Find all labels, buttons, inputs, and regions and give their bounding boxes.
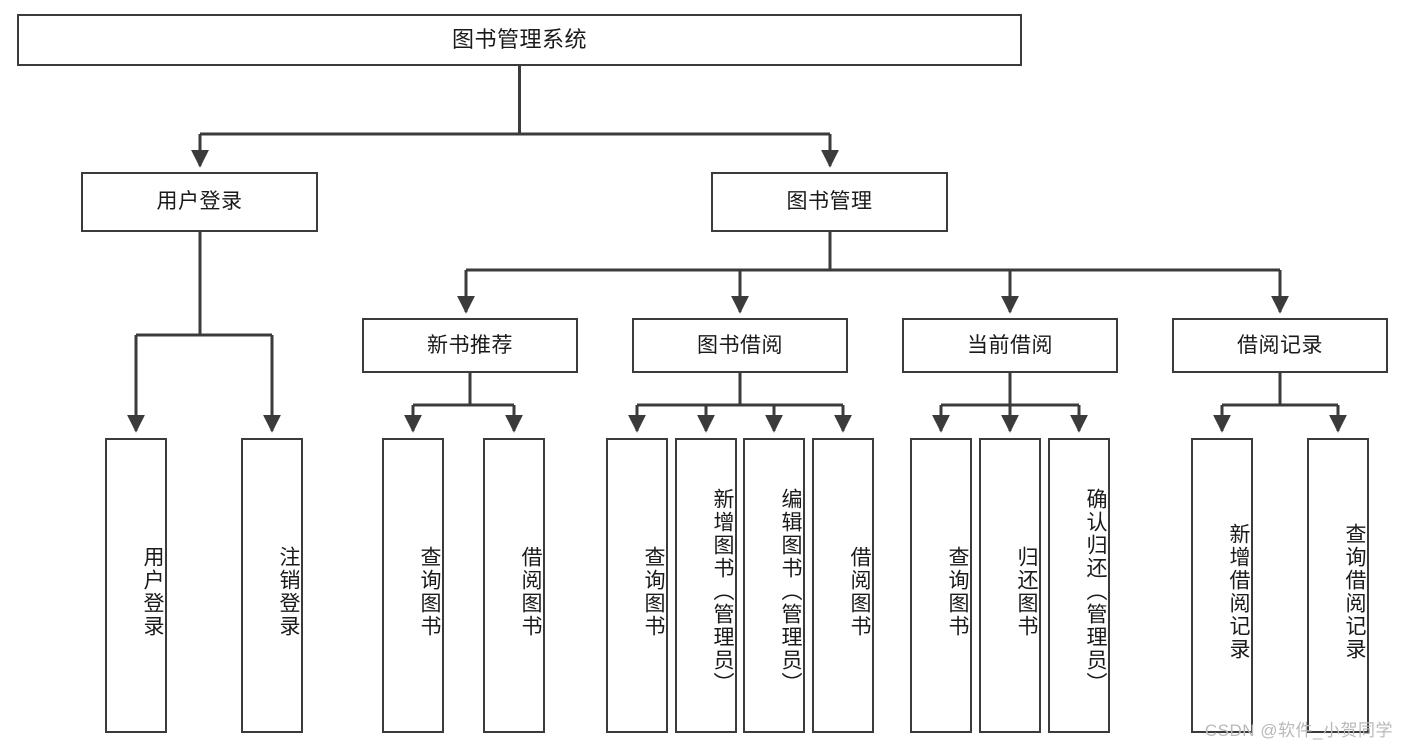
node-book-borrow[interactable]: 图书借阅 <box>632 318 848 373</box>
leaf-current-borrow-return[interactable]: 归还图书 <box>979 438 1041 733</box>
leaf-book-borrow-add[interactable]: 新增图书（管理员） <box>675 438 737 733</box>
leaf-user-login-signout[interactable]: 注销登录 <box>241 438 303 733</box>
leaf-book-borrow-edit[interactable]: 编辑图书（管理员） <box>743 438 805 733</box>
csdn-watermark: CSDN @软件_小贺同学 <box>1204 721 1393 740</box>
leaf-user-login-signin[interactable]: 用户登录 <box>105 438 167 733</box>
node-user-login[interactable]: 用户登录 <box>81 172 318 232</box>
node-new-book-recommend[interactable]: 新书推荐 <box>362 318 578 373</box>
leaf-borrow-record-query[interactable]: 查询借阅记录 <box>1307 438 1369 733</box>
node-root-system[interactable]: 图书管理系统 <box>17 14 1022 66</box>
leaf-book-borrow-lend[interactable]: 借阅图书 <box>812 438 874 733</box>
leaf-borrow-record-add[interactable]: 新增借阅记录 <box>1191 438 1253 733</box>
node-book-management[interactable]: 图书管理 <box>711 172 948 232</box>
leaf-new-book-query[interactable]: 查询图书 <box>382 438 444 733</box>
node-current-borrow[interactable]: 当前借阅 <box>902 318 1118 373</box>
leaf-new-book-borrow[interactable]: 借阅图书 <box>483 438 545 733</box>
node-borrow-record[interactable]: 借阅记录 <box>1172 318 1388 373</box>
leaf-current-borrow-query[interactable]: 查询图书 <box>910 438 972 733</box>
leaf-current-borrow-confirm-return[interactable]: 确认归还（管理员） <box>1048 438 1110 733</box>
leaf-book-borrow-query[interactable]: 查询图书 <box>606 438 668 733</box>
